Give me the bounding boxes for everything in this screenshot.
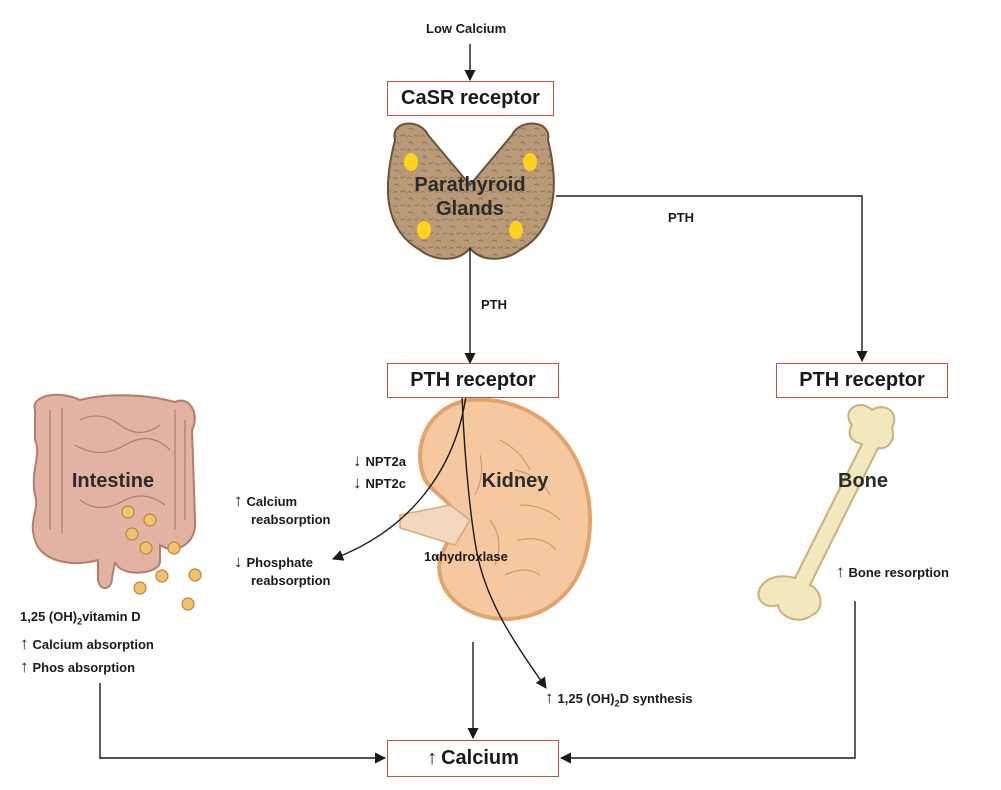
- phos-absorption-line: ↑Phos absorption: [20, 656, 136, 676]
- arrow-receptor-to-synthesis: [461, 395, 547, 689]
- parathyroid-glands-illustration: [386, 122, 555, 260]
- parathyroid-spot: [417, 221, 431, 239]
- trigger-label: Low Calcium: [426, 21, 507, 36]
- nutrient-dot: [155, 569, 169, 583]
- parathyroid-spot: [404, 153, 418, 171]
- vitamin-d-line: 1,25 (OH)2vitamin D: [20, 609, 141, 627]
- bone-label: Bone: [838, 470, 888, 492]
- pth-receptor-bone-label: PTH receptor: [799, 369, 925, 391]
- nutrient-dot: [133, 581, 147, 595]
- arrow-parathyroid-to-bone-receptor: [556, 195, 868, 363]
- down-arrow-icon: ↓: [353, 451, 362, 470]
- parathyroid-label-line1: Parathyroid: [414, 174, 526, 196]
- arrow-intestine-to-calcium: [99, 683, 387, 764]
- pth-label-to-bone: PTH: [668, 210, 694, 225]
- connectors: [99, 44, 868, 764]
- kidney-illustration: [399, 397, 593, 621]
- casr-receptor-label: CaSR receptor: [401, 87, 540, 109]
- intestine-effects: 1,25 (OH)2vitamin D ↑Calcium absorption …: [20, 606, 154, 679]
- nutrient-dot: [125, 527, 139, 541]
- parathyroid-label-line2: Glands: [436, 198, 504, 220]
- casr-receptor-box: CaSR receptor: [387, 81, 554, 116]
- up-arrow-icon: ↑: [234, 491, 243, 510]
- phosphate-reabsorption-effect: ↓Phosphate reabsorption: [234, 552, 331, 589]
- parathyroid-label: Parathyroid Glands: [400, 173, 540, 221]
- enzyme-label: 1αhydroxlase: [424, 549, 508, 564]
- bone-illustration: [757, 404, 896, 621]
- up-arrow-icon: ↑: [20, 633, 29, 653]
- nutrient-dot: [143, 513, 157, 527]
- nutrient-dot: [188, 568, 202, 582]
- calcium-outcome-box: ↑Calcium: [387, 740, 559, 777]
- intestine-label: Intestine: [71, 470, 155, 492]
- arrow-receptor-to-phosphate: [331, 395, 467, 561]
- pth-receptor-kidney-label: PTH receptor: [410, 369, 536, 391]
- nutrient-dot: [181, 597, 195, 611]
- nutrient-dot: [139, 541, 153, 555]
- down-arrow-icon: ↓: [353, 473, 362, 492]
- npt2a-effect: ↓NPT2a: [353, 451, 406, 470]
- synthesis-effect: ↑1,25 (OH)2D synthesis: [545, 688, 693, 709]
- calcium-absorption-line: ↑Calcium absorption: [20, 633, 154, 653]
- parathyroid-spot: [523, 153, 537, 171]
- pth-label-to-kidney: PTH: [481, 297, 507, 312]
- intestine-illustration: [31, 393, 202, 611]
- down-arrow-icon: ↓: [234, 552, 243, 571]
- calcium-outcome-label: Calcium: [441, 747, 519, 769]
- bone-resorption-effect: ↑Bone resorption: [836, 562, 949, 581]
- pth-receptor-bone-box: PTH receptor: [776, 363, 948, 398]
- arrow-bone-to-calcium: [559, 601, 856, 764]
- kidney-label: Kidney: [481, 470, 549, 492]
- up-arrow-icon: ↑: [427, 747, 438, 769]
- up-arrow-icon: ↑: [836, 562, 845, 581]
- up-arrow-icon: ↑: [545, 688, 554, 707]
- nutrient-dot: [167, 541, 181, 555]
- parathyroid-spot: [509, 221, 523, 239]
- npt2c-effect: ↓NPT2c: [353, 473, 406, 492]
- pth-receptor-kidney-box: PTH receptor: [387, 363, 559, 398]
- calcium-reabsorption-effect: ↑Calcium reabsorption: [234, 491, 331, 528]
- up-arrow-icon: ↑: [20, 656, 29, 676]
- nutrient-dot: [121, 505, 135, 519]
